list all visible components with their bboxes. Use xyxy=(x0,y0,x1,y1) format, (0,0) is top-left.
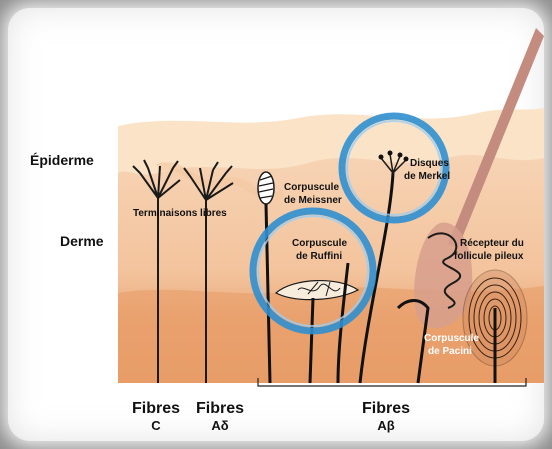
merkel-disc xyxy=(404,157,409,162)
pacini-label-line1: Corpuscule xyxy=(424,333,479,344)
pacini-label-line2: de Pacini xyxy=(428,346,472,357)
merkel-disc xyxy=(398,153,403,158)
fibers-a-beta-label-line1: Fibres xyxy=(362,400,410,417)
fibers-a-delta-label-line2: Aδ xyxy=(211,418,228,433)
merkel-disc xyxy=(379,155,384,160)
hair-receptor-label-line2: follicule pileux xyxy=(454,251,524,262)
skin-receptor-diagram: Épiderme Derme Terminaisons libres Corpu… xyxy=(8,8,544,441)
free-endings-label: Terminaisons libres xyxy=(133,208,227,219)
merkel-label-line2: de Merkel xyxy=(404,171,450,182)
meissner-label-line2: de Meissner xyxy=(284,195,342,206)
epidermis-label: Épiderme xyxy=(30,152,94,168)
ruffini-label-line1: Corpuscule xyxy=(292,238,347,249)
merkel-disc xyxy=(388,151,393,156)
meissner-label-line1: Corpuscule xyxy=(284,182,339,193)
meissner-capsule xyxy=(258,172,274,204)
dermis-label: Derme xyxy=(60,233,104,249)
fibers-a-beta-label-line2: Aβ xyxy=(377,418,394,433)
fibers-c-label-line2: C xyxy=(151,418,161,433)
ruffini-label-line2: de Ruffini xyxy=(296,251,342,262)
fibers-a-delta-label-line1: Fibres xyxy=(196,400,244,417)
merkel-label-line1: Disques xyxy=(410,158,449,169)
hair-receptor-label-line1: Récepteur du xyxy=(460,238,524,249)
figure-card: Épiderme Derme Terminaisons libres Corpu… xyxy=(8,8,544,441)
fibers-c-label-line1: Fibres xyxy=(132,400,180,417)
